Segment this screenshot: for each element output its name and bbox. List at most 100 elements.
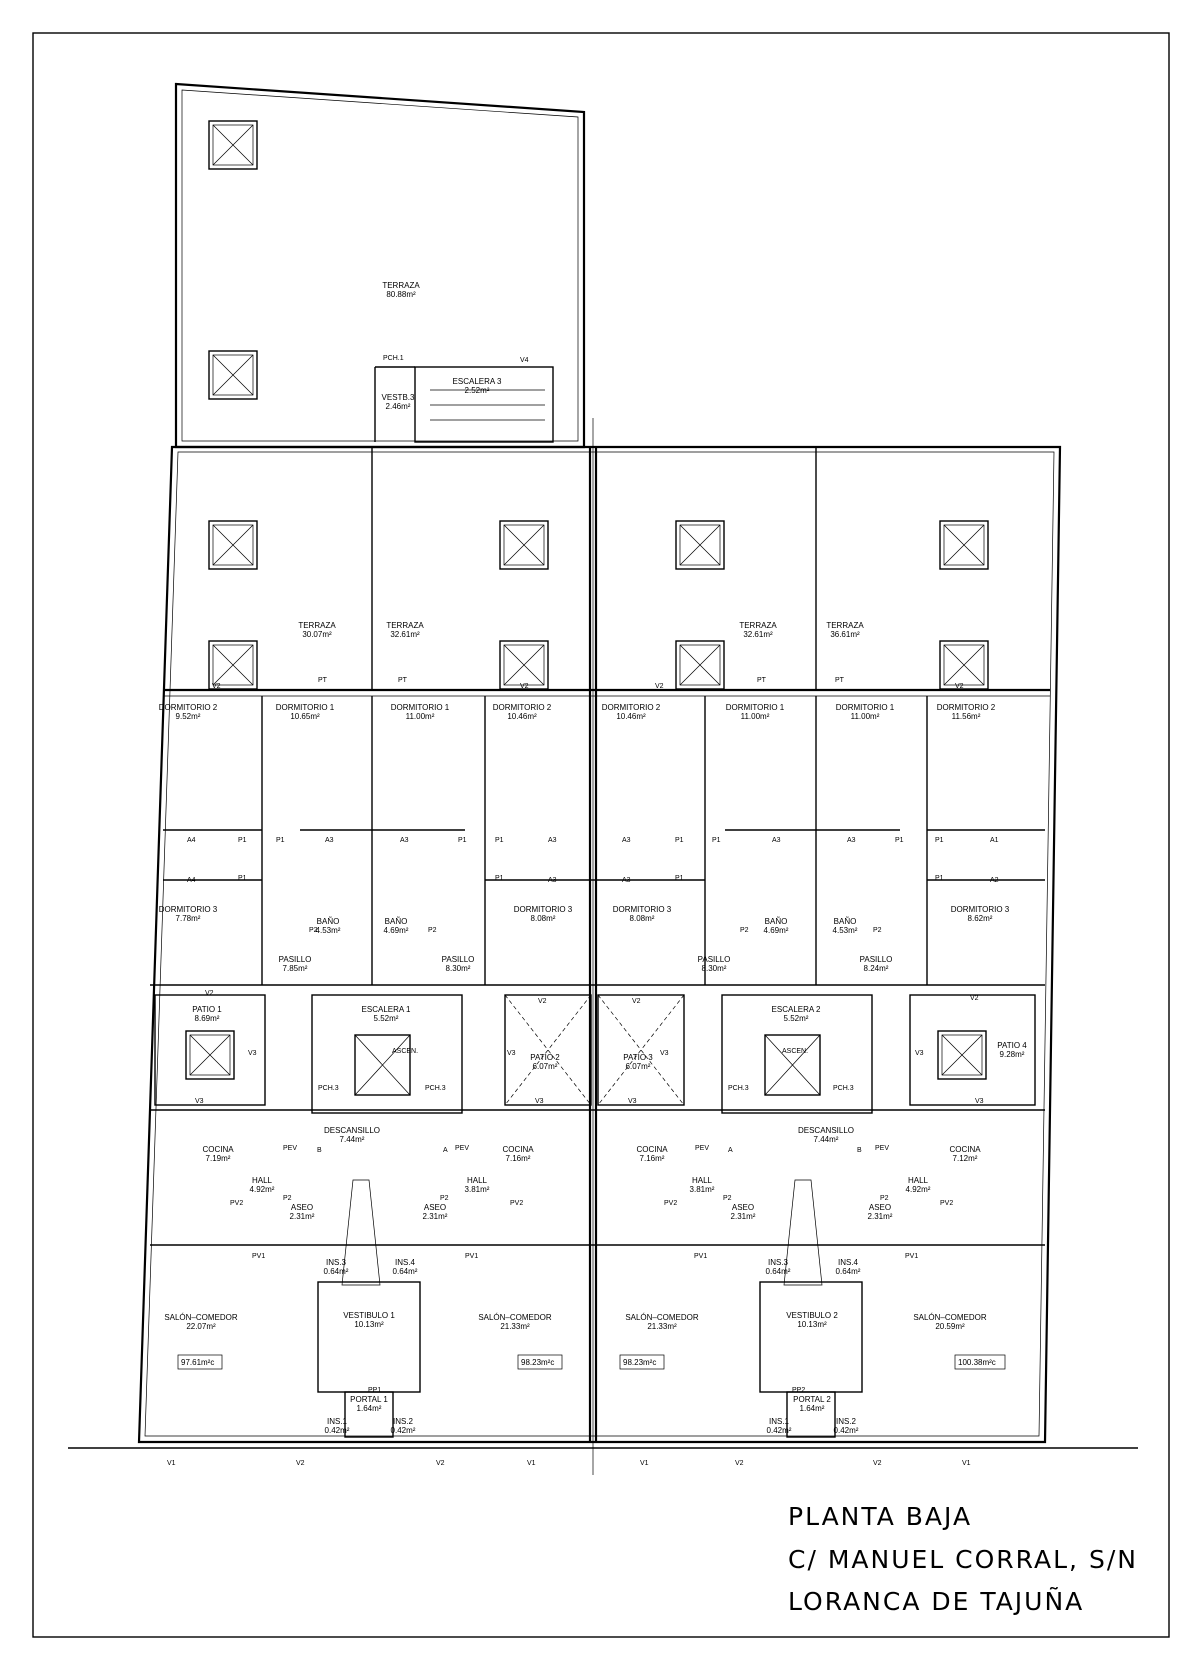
room-area: 4.69m²	[384, 926, 409, 935]
title-line-3: LORANCA DE TAJUÑA	[788, 1586, 1084, 1616]
svg-text:V3: V3	[535, 1098, 544, 1105]
svg-text:PT: PT	[757, 677, 767, 684]
skylight-icon	[208, 120, 258, 170]
room-label-dorm1-b: DORMITORIO 111.00m²	[391, 703, 450, 721]
svg-text:A: A	[728, 1147, 733, 1154]
room-name: TERRAZA	[386, 621, 424, 630]
room-name: SALÓN–COMEDOR	[913, 1313, 987, 1322]
skylight-icon	[499, 640, 549, 690]
room-name: BAÑO	[765, 917, 788, 926]
skylight-icon	[675, 520, 725, 570]
svg-text:V2: V2	[970, 995, 979, 1002]
room-name: ASEO	[424, 1203, 446, 1212]
room-name: DORMITORIO 3	[613, 905, 672, 914]
room-area: 0.42m²	[834, 1426, 859, 1435]
room-area: 2.46m²	[386, 402, 411, 411]
room-area: 6.07m²	[533, 1062, 558, 1071]
dwelling-total-a: 97.61m²c	[181, 1358, 214, 1367]
room-area: 9.28m²	[1000, 1050, 1025, 1059]
svg-text:P1: P1	[675, 837, 684, 844]
room-label-ins1-a: INS.10.42m²	[325, 1417, 350, 1435]
room-name: DORMITORIO 1	[726, 703, 785, 712]
svg-text:A3: A3	[622, 837, 631, 844]
svg-text:P1: P1	[712, 837, 721, 844]
room-name: VESTIBULO 1	[343, 1311, 395, 1320]
room-name: TERRAZA	[739, 621, 777, 630]
svg-text:V2: V2	[212, 683, 221, 690]
svg-text:PEV: PEV	[283, 1145, 297, 1152]
room-label-dorm2-d: DORMITORIO 211.56m²	[937, 703, 996, 721]
room-area: 20.59m²	[935, 1322, 965, 1331]
room-area: 7.16m²	[506, 1154, 531, 1163]
room-label-dorm2-a: DORMITORIO 29.52m²	[159, 703, 218, 721]
svg-text:A3: A3	[325, 837, 334, 844]
svg-text:PV2: PV2	[510, 1200, 523, 1207]
svg-text:A2: A2	[990, 877, 999, 884]
svg-text:A4: A4	[187, 877, 196, 884]
room-name: DORMITORIO 2	[493, 703, 552, 712]
room-area: 7.12m²	[953, 1154, 978, 1163]
svg-text:V2: V2	[520, 683, 529, 690]
room-area: 0.64m²	[324, 1267, 349, 1276]
svg-text:PEV: PEV	[695, 1145, 709, 1152]
patio-4-box	[909, 994, 1036, 1106]
room-label-patio-3: PATIO 36.07m²	[623, 1053, 653, 1071]
skylights	[185, 120, 989, 1080]
svg-text:V2: V2	[735, 1460, 744, 1467]
room-area: 6.07m²	[626, 1062, 651, 1071]
room-name: COCINA	[502, 1145, 534, 1154]
room-name: INS.3	[768, 1258, 789, 1267]
room-label-ins4-a: INS.40.64m²	[393, 1258, 418, 1276]
room-label-patio-1: PATIO 18.69m²	[192, 1005, 222, 1023]
room-area: 8.30m²	[702, 964, 727, 973]
room-label-dorm2-c: DORMITORIO 210.46m²	[602, 703, 661, 721]
sheet-frame	[32, 32, 1170, 1638]
room-name: TERRAZA	[298, 621, 336, 630]
room-label-portal-2: PORTAL 21.64m²	[793, 1395, 831, 1413]
room-label-ins2-a: INS.20.42m²	[391, 1417, 416, 1435]
room-label-vestibulo-2: VESTIBULO 210.13m²	[786, 1311, 838, 1329]
svg-text:PEV: PEV	[875, 1145, 889, 1152]
svg-text:P1: P1	[935, 875, 944, 882]
svg-text:A3: A3	[548, 877, 557, 884]
svg-text:PCH.3: PCH.3	[318, 1085, 339, 1092]
room-area: 5.52m²	[784, 1014, 809, 1023]
svg-text:PV2: PV2	[664, 1200, 677, 1207]
skylight-icon	[939, 520, 989, 570]
room-area: 9.52m²	[176, 712, 201, 721]
title-block: PLANTA BAJA C/ MANUEL CORRAL, S/N LORANC…	[788, 1502, 1136, 1616]
room-label-dorm1-a: DORMITORIO 110.65m²	[276, 703, 335, 721]
room-area: 3.81m²	[465, 1185, 490, 1194]
svg-text:V3: V3	[628, 1098, 637, 1105]
svg-text:P1: P1	[238, 837, 247, 844]
room-label-dorm3-a: DORMITORIO 37.78m²	[159, 905, 218, 923]
room-area: 11.00m²	[406, 712, 435, 721]
svg-text:V3: V3	[248, 1050, 257, 1057]
room-area: 4.92m²	[906, 1185, 931, 1194]
svg-text:A1: A1	[990, 837, 999, 844]
room-area: 8.08m²	[630, 914, 655, 923]
room-area: 4.53m²	[833, 926, 858, 935]
room-area: 2.31m²	[290, 1212, 315, 1221]
room-area: 4.53m²	[316, 926, 341, 935]
svg-text:PV2: PV2	[230, 1200, 243, 1207]
skylight-icon	[939, 640, 989, 690]
svg-text:PCH.3: PCH.3	[728, 1085, 749, 1092]
entrance-core-1	[317, 1179, 421, 1438]
svg-text:P2: P2	[873, 927, 882, 934]
title-line-1: PLANTA BAJA	[788, 1502, 972, 1531]
room-label-vestibulo-1: VESTIBULO 110.13m²	[343, 1311, 395, 1329]
svg-text:PCH.3: PCH.3	[833, 1085, 854, 1092]
room-name: TERRAZA	[382, 281, 420, 290]
svg-text:ASCEN.: ASCEN.	[782, 1048, 808, 1055]
